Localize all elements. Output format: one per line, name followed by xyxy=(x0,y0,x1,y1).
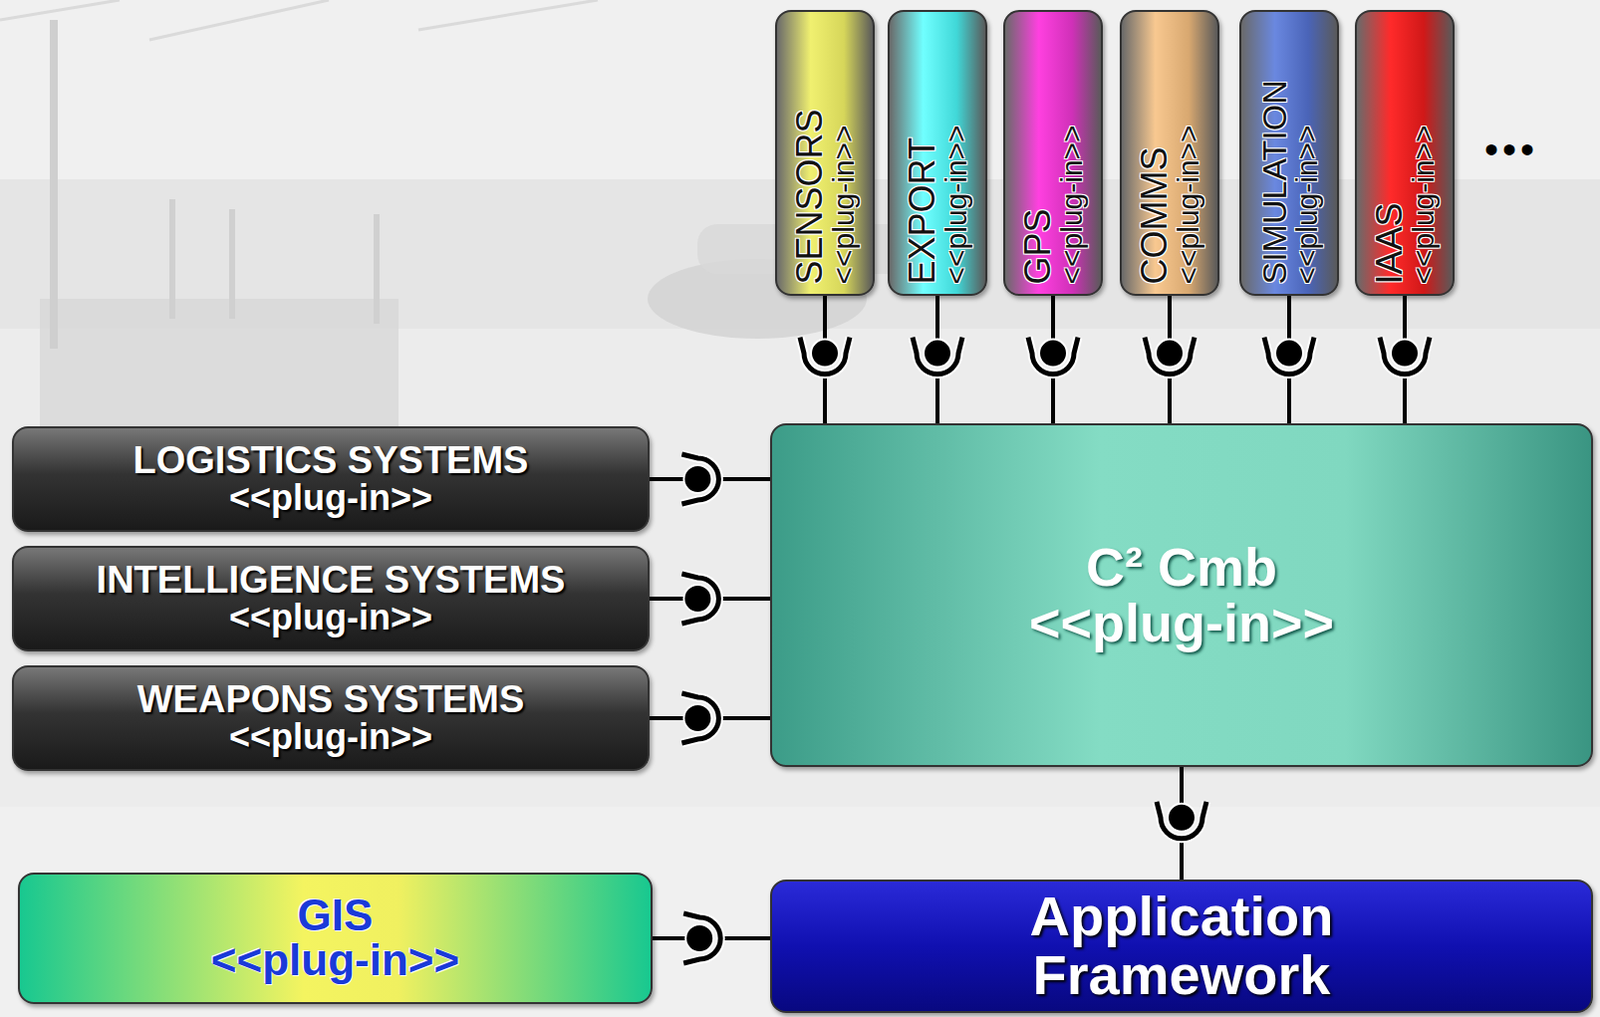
plugin-name: SENSORS xyxy=(791,108,828,284)
stereotype-label: <<plug-in>> xyxy=(229,599,433,637)
plugin-name: IAAS xyxy=(1370,202,1408,284)
plugin-box: WEAPONS SYSTEMS<<plug-in>> xyxy=(11,665,650,772)
text-holder: LOGISTICS SYSTEMS<<plug-in>> xyxy=(13,428,648,531)
stereotype-label: <<plug-in>> xyxy=(940,124,972,284)
stereotype-label: <<plug-in>> xyxy=(1291,124,1323,284)
ball-socket-connector xyxy=(1264,295,1315,424)
plugin-box: Application Framework xyxy=(770,879,1594,1014)
plugin-box: GIS<<plug-in>> xyxy=(17,872,653,1005)
text-holder: IAAS<<plug-in>> xyxy=(1356,11,1453,294)
stereotype-label: <<plug-in>> xyxy=(1407,124,1439,284)
plugin-name: LOGISTICS SYSTEMS xyxy=(133,441,530,481)
ball-socket-connector xyxy=(1379,295,1430,424)
text-holder: EXPORT<<plug-in>> xyxy=(889,11,986,294)
ball-socket-connector xyxy=(649,573,771,624)
plugin-name: WEAPONS SYSTEMS xyxy=(137,680,526,720)
plugin-tab: SIMULATION<<plug-in>> xyxy=(1239,9,1339,296)
plugin-name: Application Framework xyxy=(992,887,1371,1006)
ball-socket-connector xyxy=(1028,295,1078,424)
text-holder: C² Cmb<<plug-in>> xyxy=(772,425,1592,766)
plugin-box: INTELLIGENCE SYSTEMS<<plug-in>> xyxy=(11,545,650,652)
text-holder: SENSORS<<plug-in>> xyxy=(777,11,873,294)
stereotype-label: <<plug-in>> xyxy=(229,480,433,518)
ball-socket-connector xyxy=(1144,295,1195,424)
plugin-box: LOGISTICS SYSTEMS<<plug-in>> xyxy=(11,426,650,533)
ball-socket-connector xyxy=(800,295,850,424)
ball-socket-connector xyxy=(649,454,771,505)
ellipsis-dots: ••• xyxy=(1484,127,1539,173)
text-holder: SIMULATION<<plug-in>> xyxy=(1241,11,1337,294)
text-holder: Application Framework xyxy=(772,881,1592,1012)
plugin-tab: IAAS<<plug-in>> xyxy=(1354,9,1455,296)
plugin-tab: COMMS<<plug-in>> xyxy=(1119,9,1220,296)
plugin-name: EXPORT xyxy=(903,137,941,284)
text-holder: INTELLIGENCE SYSTEMS<<plug-in>> xyxy=(13,547,648,650)
plugin-name: GIS xyxy=(297,893,374,939)
stereotype-label: <<plug-in>> xyxy=(827,124,859,284)
plugin-tab: GPS<<plug-in>> xyxy=(1003,9,1103,296)
ball-socket-connector xyxy=(912,295,963,424)
text-holder: GIS<<plug-in>> xyxy=(19,874,651,1003)
plugin-name: SIMULATION xyxy=(1256,79,1292,284)
ball-socket-connector xyxy=(649,693,771,744)
plugin-name: COMMS xyxy=(1135,146,1173,284)
text-holder: GPS<<plug-in>> xyxy=(1005,11,1101,294)
plugin-tab: EXPORT<<plug-in>> xyxy=(887,9,988,296)
plugin-tab: SENSORS<<plug-in>> xyxy=(775,9,875,296)
plugin-name: GPS xyxy=(1019,208,1057,284)
stereotype-label: <<plug-in>> xyxy=(211,938,460,984)
stereotype-label: <<plug-in>> xyxy=(1029,595,1334,651)
text-holder: COMMS<<plug-in>> xyxy=(1121,11,1218,294)
text-holder: WEAPONS SYSTEMS<<plug-in>> xyxy=(13,667,648,770)
stereotype-label: <<plug-in>> xyxy=(1172,124,1204,284)
plugin-name: C² Cmb xyxy=(1085,539,1278,595)
plugin-box: C² Cmb<<plug-in>> xyxy=(770,423,1594,768)
stereotype-label: <<plug-in>> xyxy=(1056,124,1087,284)
plugin-name: INTELLIGENCE SYSTEMS xyxy=(96,560,566,600)
ball-socket-connector xyxy=(652,913,771,964)
ball-socket-connector xyxy=(1156,767,1207,880)
stereotype-label: <<plug-in>> xyxy=(229,719,433,757)
